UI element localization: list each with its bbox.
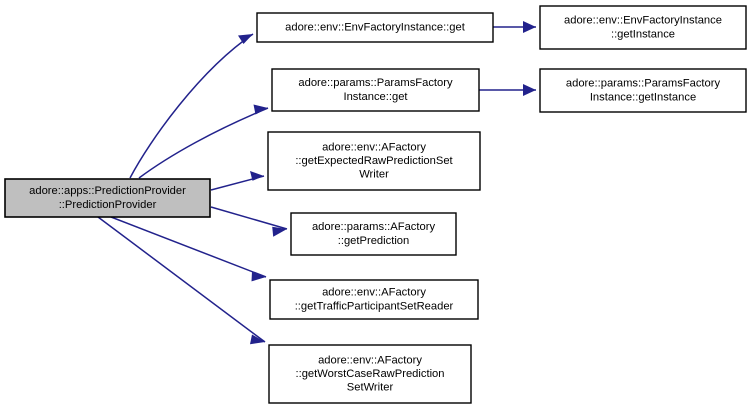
- edge-ctor-to-worstcase-writer: [97, 216, 266, 345]
- get-traffic-participant-set-reader-label-line-2: ::getTrafficParticipantSetReader: [295, 300, 454, 312]
- graph-node-params-factory-instance-get-instance[interactable]: adore::params::ParamsFactoryInstance::ge…: [539, 68, 747, 113]
- get-prediction-label-line-1: adore::params::AFactory: [312, 221, 436, 233]
- get-traffic-participant-set-reader-box[interactable]: [269, 279, 479, 320]
- prediction-provider-ctor-label-line-1: adore::apps::PredictionProvider: [29, 185, 186, 197]
- graph-node-get-expected-raw-prediction-set-writer[interactable]: adore::env::AFactory::getExpectedRawPred…: [267, 131, 481, 191]
- params-factory-instance-get-label-line-1: adore::params::ParamsFactory: [298, 77, 453, 89]
- params-factory-instance-get-instance-label-line-2: Instance::getInstance: [590, 91, 696, 103]
- nodes-layer: adore::apps::PredictionProvider::Predict…: [4, 5, 747, 404]
- get-prediction-box[interactable]: [290, 212, 457, 256]
- env-factory-instance-get-label-line-1: adore::env::EnvFactoryInstance::get: [285, 21, 466, 33]
- edge-ctor-to-params-factory-get-arrowhead-icon: [253, 104, 268, 115]
- edge-ctor-to-expected-writer-arrowhead-icon: [250, 171, 264, 181]
- env-factory-instance-get-instance-label-line-1: adore::env::EnvFactoryInstance: [564, 15, 722, 27]
- params-factory-instance-get-instance-box[interactable]: [539, 68, 747, 113]
- params-factory-instance-get-instance-label-line-1: adore::params::ParamsFactory: [566, 78, 721, 90]
- edge-params-get-to-get-instance: [479, 84, 536, 96]
- get-expected-raw-prediction-set-writer-label-line-1: adore::env::AFactory: [322, 141, 426, 153]
- edge-ctor-to-traffic-reader-line: [110, 216, 267, 278]
- params-factory-instance-get-label-line-2: Instance::get: [343, 91, 408, 103]
- edge-ctor-to-params-factory-get-line: [138, 107, 269, 179]
- edge-ctor-to-env-factory-get: [129, 33, 254, 179]
- edge-ctor-to-get-prediction-line: [210, 206, 288, 230]
- edge-ctor-to-traffic-reader: [110, 216, 267, 282]
- graph-node-env-factory-instance-get[interactable]: adore::env::EnvFactoryInstance::get: [256, 12, 494, 43]
- get-worst-case-raw-prediction-set-writer-label-line-1: adore::env::AFactory: [318, 354, 422, 366]
- graph-node-env-factory-instance-get-instance[interactable]: adore::env::EnvFactoryInstance::getInsta…: [539, 5, 747, 50]
- env-factory-instance-get-instance-box[interactable]: [539, 5, 747, 50]
- prediction-provider-ctor-label-line-2: ::PredictionProvider: [59, 199, 157, 211]
- get-traffic-participant-set-reader-label-line-1: adore::env::AFactory: [322, 287, 426, 299]
- prediction-provider-ctor-box[interactable]: [4, 178, 211, 218]
- env-factory-instance-get-instance-label-line-2: ::getInstance: [611, 28, 675, 40]
- env-factory-instance-get-box[interactable]: [256, 12, 494, 43]
- graph-node-get-worst-case-raw-prediction-set-writer[interactable]: adore::env::AFactory::getWorstCaseRawPre…: [268, 344, 472, 404]
- edges-layer: [97, 21, 536, 345]
- params-factory-instance-get-box[interactable]: [271, 68, 480, 112]
- edge-ctor-to-params-factory-get: [138, 104, 269, 179]
- get-expected-raw-prediction-set-writer-label-line-3: Writer: [359, 169, 389, 181]
- edge-ctor-to-worstcase-writer-arrowhead-icon: [250, 334, 265, 345]
- edge-ctor-to-env-factory-get-line: [129, 33, 254, 179]
- get-worst-case-raw-prediction-set-writer-box[interactable]: [268, 344, 472, 404]
- get-expected-raw-prediction-set-writer-box[interactable]: [267, 131, 481, 191]
- get-worst-case-raw-prediction-set-writer-label-line-2: ::getWorstCaseRawPrediction: [295, 368, 444, 380]
- edge-ctor-to-expected-writer: [210, 171, 265, 191]
- edge-ctor-to-worstcase-writer-line: [97, 216, 266, 343]
- graph-node-get-prediction[interactable]: adore::params::AFactory::getPrediction: [290, 212, 457, 256]
- graph-node-get-traffic-participant-set-reader[interactable]: adore::env::AFactory::getTrafficParticip…: [269, 279, 479, 320]
- edge-ctor-to-get-prediction-arrowhead-icon: [272, 226, 287, 237]
- graph-node-params-factory-instance-get[interactable]: adore::params::ParamsFactoryInstance::ge…: [271, 68, 480, 112]
- edge-ctor-to-get-prediction: [210, 206, 288, 237]
- edge-env-get-to-get-instance: [493, 21, 536, 33]
- edge-ctor-to-traffic-reader-arrowhead-icon: [251, 271, 266, 282]
- edge-env-get-to-get-instance-arrowhead-icon: [523, 21, 536, 33]
- edge-params-get-to-get-instance-arrowhead-icon: [523, 84, 536, 96]
- graph-node-prediction-provider-ctor[interactable]: adore::apps::PredictionProvider::Predict…: [4, 178, 211, 218]
- get-worst-case-raw-prediction-set-writer-label-line-3: SetWriter: [347, 382, 394, 394]
- edge-ctor-to-env-factory-get-arrowhead-icon: [238, 34, 253, 44]
- get-prediction-label-line-2: ::getPrediction: [338, 235, 410, 247]
- get-expected-raw-prediction-set-writer-label-line-2: ::getExpectedRawPredictionSet: [295, 155, 453, 167]
